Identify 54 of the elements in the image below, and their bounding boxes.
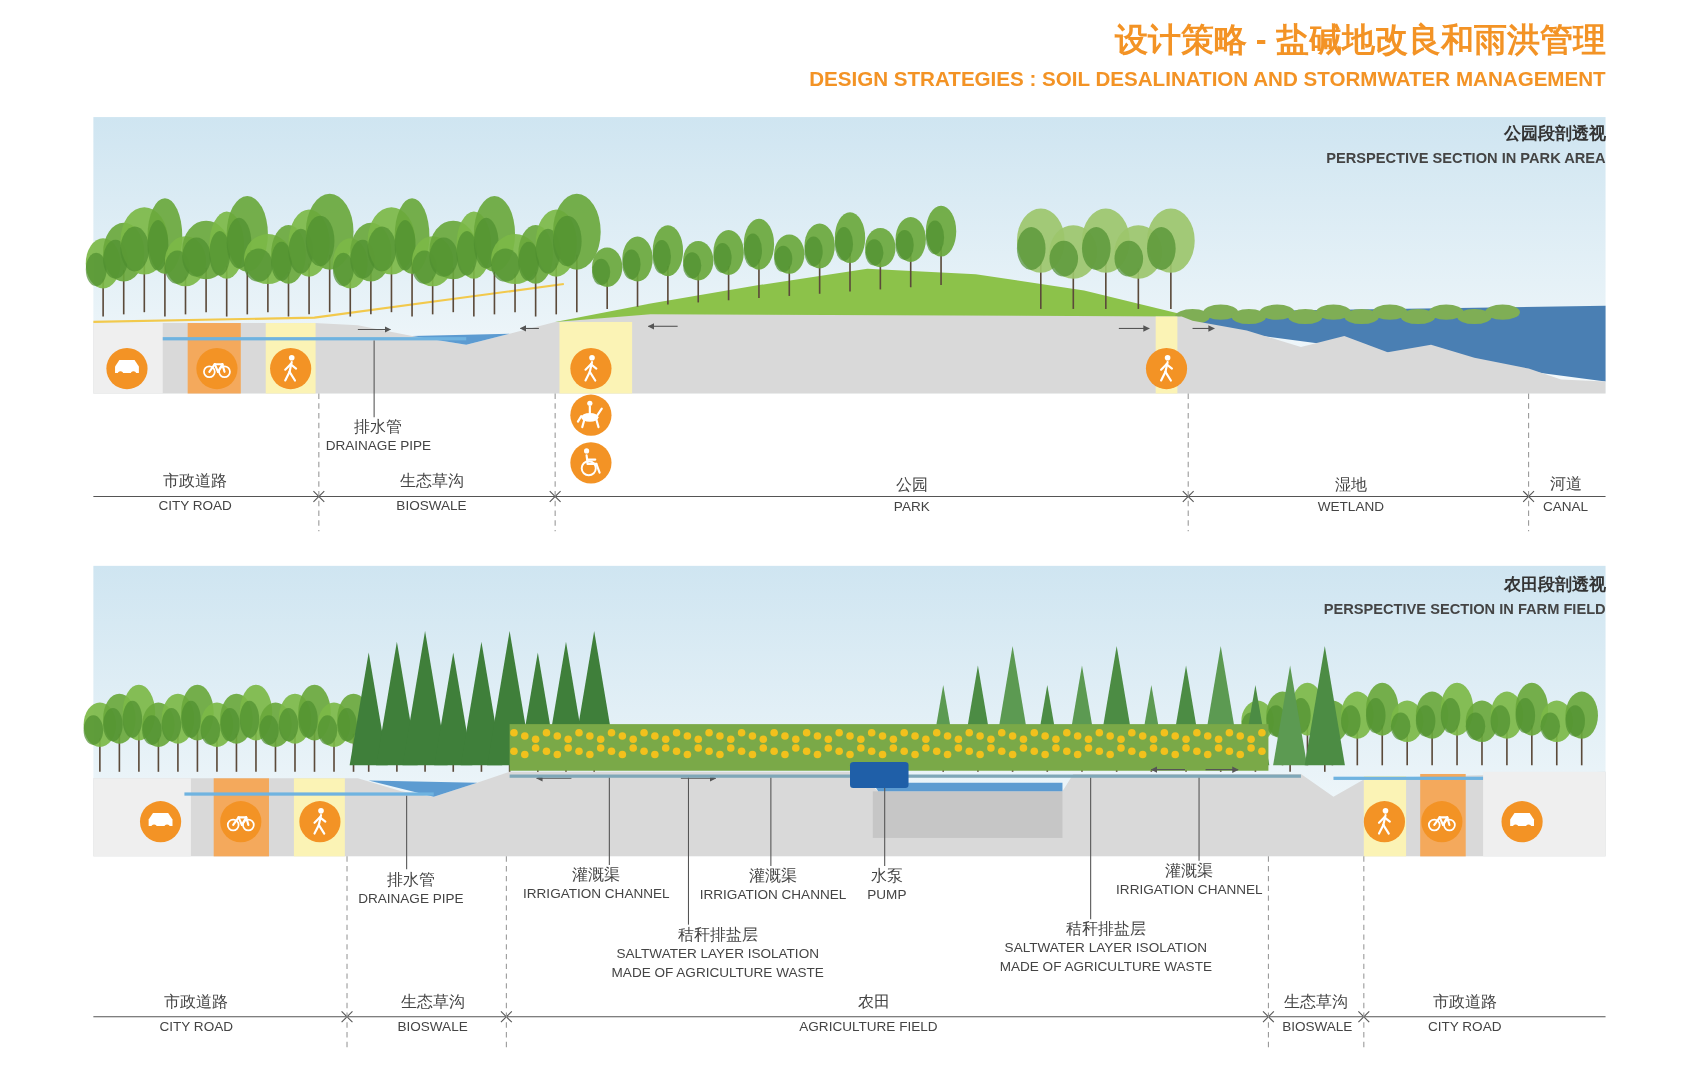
callout-label: 水泵: [870, 867, 903, 887]
zone-label: WETLAND: [1317, 499, 1384, 516]
leader-line: [884, 787, 886, 867]
callout-label: 排水管: [386, 870, 435, 890]
zone-label: 市政道路: [164, 992, 229, 1011]
leader-line: [687, 777, 689, 926]
callout-label: 秸秆排盐层: [677, 925, 758, 945]
zone-label: 市政道路: [1432, 992, 1497, 1011]
drainage-pipe: [162, 337, 467, 341]
title: 设计策略 - 盐碱地改良和雨洪管理: [1114, 22, 1606, 60]
zone-label: 生态草沟: [399, 472, 464, 491]
zone-label: CITY ROAD: [1427, 1018, 1502, 1035]
zone-label: CANAL: [1542, 499, 1589, 516]
leader-line: [406, 795, 408, 870]
callout-label: 秸秆排盐层: [1065, 920, 1146, 940]
leader-line: [1198, 777, 1200, 862]
zone-label: 湿地: [1334, 475, 1367, 494]
zone-label: 农田: [857, 992, 890, 1011]
callout-label: IRRIGATION CHANNEL: [523, 885, 670, 904]
callout-label: IRRIGATION CHANNEL: [1116, 880, 1263, 899]
callout-label: IRRIGATION CHANNEL: [699, 886, 847, 905]
zone-label: CITY ROAD: [158, 498, 232, 515]
zone-label: 河道: [1549, 474, 1582, 493]
callout-label: 灌溉渠: [1165, 861, 1214, 881]
zone-label: PARK: [893, 499, 930, 516]
zone-label: BIOSWALE: [1282, 1018, 1353, 1035]
callout-label: 排水管: [354, 418, 403, 438]
zone-label: 市政道路: [163, 472, 228, 491]
leader-line: [608, 777, 610, 866]
zone-label: AGRICULTURE FIELD: [799, 1018, 938, 1035]
leader-line: [770, 777, 772, 867]
leader-line: [1090, 777, 1092, 920]
subtitle: DESIGN STRATEGIES : SOIL DESALINATION AND STORMWATER MANAGEMENT: [809, 67, 1606, 91]
zone-label: 生态草沟: [400, 992, 465, 1011]
zone-label: BIOSWALE: [396, 498, 467, 515]
zone-label: 生态草沟: [1284, 992, 1349, 1011]
zone-label: CITY ROAD: [159, 1018, 233, 1035]
callout-label: DRAINAGE PIPE: [325, 437, 432, 456]
callout-label: 灌溉渠: [572, 866, 621, 886]
section-title: PERSPECTIVE SECTION IN PARK AREA: [1326, 149, 1606, 167]
callout-label: 灌溉渠: [749, 867, 797, 887]
drainage-pipe: [184, 792, 434, 796]
callout-label: PUMP: [867, 886, 907, 905]
section-title: PERSPECTIVE SECTION IN FARM FIELD: [1323, 600, 1606, 618]
callout-label: DRAINAGE PIPE: [358, 889, 464, 908]
callout-label: SALTWATER LAYER ISOLATION MADE OF AGRICULTURE WASTE: [998, 939, 1213, 977]
leader-line: [373, 339, 375, 418]
irrigation-pipe: [509, 774, 1301, 778]
callout-label: SALTWATER LAYER ISOLATION MADE OF AGRICULTURE WASTE: [610, 944, 825, 982]
zone-label: BIOSWALE: [397, 1018, 468, 1035]
zone-label: 公园: [895, 475, 928, 494]
pump: [850, 762, 909, 789]
section-title: 农田段剖透视: [1503, 575, 1606, 596]
section-title: 公园段剖透视: [1503, 124, 1606, 145]
